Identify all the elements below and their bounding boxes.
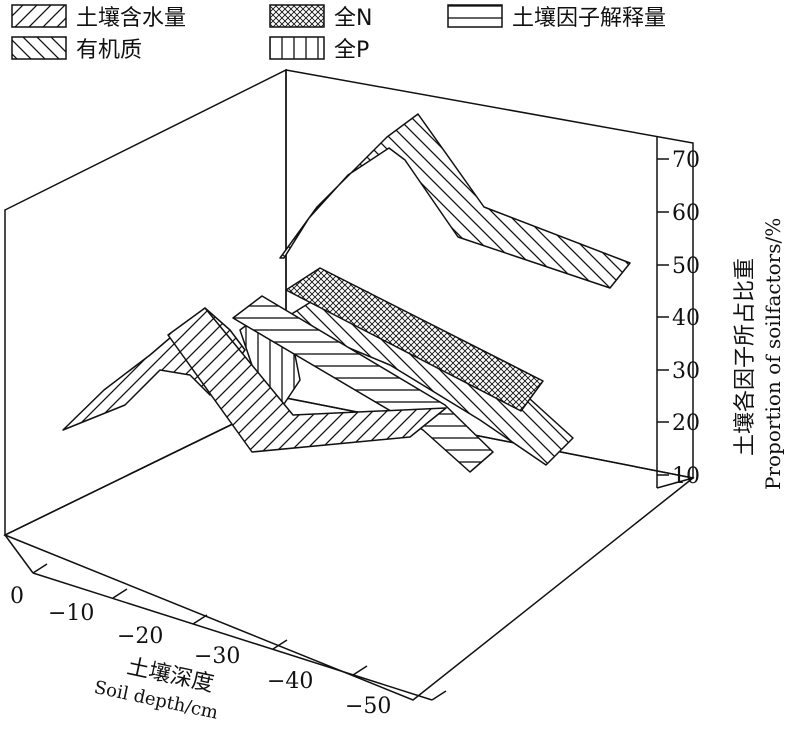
z-axis-title-en: Proportion of soilfactors/%	[761, 218, 785, 490]
x-tick	[32, 563, 48, 574]
x-tick-label: −10	[48, 601, 94, 626]
series-surfaces	[62, 113, 631, 473]
x-axis-line	[32, 572, 433, 701]
legend-swatch-horizontal	[447, 4, 503, 28]
x-tick-label: −30	[194, 644, 240, 669]
legend-item-explained: 土壤因子解释量	[447, 4, 666, 31]
x-tick	[431, 690, 447, 701]
x-tick-label: 0	[10, 584, 24, 609]
x-tick	[272, 639, 288, 650]
z-axis-joint	[656, 477, 694, 489]
z-axis-title-cn: 土壤各因子所占比重	[733, 258, 758, 456]
legend-swatch-diag-up	[11, 4, 67, 28]
legend-label: 有机质	[76, 38, 142, 63]
z-tick-label: 20	[672, 411, 700, 436]
legend-item-organic-matter: 有机质	[11, 36, 142, 63]
x-tick-label: −50	[345, 694, 391, 719]
series-total-n	[285, 267, 544, 412]
z-tick-label: 50	[672, 254, 700, 279]
z-tick-label: 40	[672, 306, 700, 331]
z-tick-label: 10	[672, 464, 700, 489]
x-tick-label: −20	[117, 624, 163, 649]
x-tick-label: −40	[267, 669, 313, 694]
legend-swatch-diag-down	[11, 36, 67, 60]
x-axis-tick-labels: 0 −10 −20 −30 −40 −50	[10, 584, 391, 719]
z-axis-tick-labels: 10 20 30 40 50 60 70	[672, 148, 700, 489]
series-explained	[232, 295, 494, 473]
back-left-wall	[4, 68, 287, 537]
x-tick	[192, 614, 208, 625]
z-tick-label: 60	[672, 201, 700, 226]
z-tick-label: 30	[672, 359, 700, 384]
series-soil-moisture-front	[167, 307, 447, 453]
series-organic-matter	[279, 113, 631, 289]
x-axis-joint	[4, 534, 34, 574]
legend-label: 全N	[334, 6, 372, 31]
legend-swatch-vertical	[269, 36, 325, 60]
legend-item-total-p: 全P	[269, 36, 369, 63]
x-tick	[112, 588, 128, 599]
x-axis-ticks	[32, 563, 447, 701]
legend-label: 土壤含水量	[76, 6, 186, 31]
legend-swatch-crosshatch	[269, 4, 325, 28]
x-tick	[352, 665, 368, 676]
legend-label: 土壤因子解释量	[512, 6, 666, 31]
legend-label: 全P	[334, 38, 369, 63]
legend-item-soil-moisture: 土壤含水量	[11, 4, 186, 31]
z-tick-label: 70	[672, 148, 700, 173]
legend-item-total-n: 全N	[269, 4, 372, 31]
legend: 土壤含水量 全N 土壤因子解释量 有机质 全P	[11, 4, 666, 63]
z-axis-ticks	[657, 158, 669, 476]
